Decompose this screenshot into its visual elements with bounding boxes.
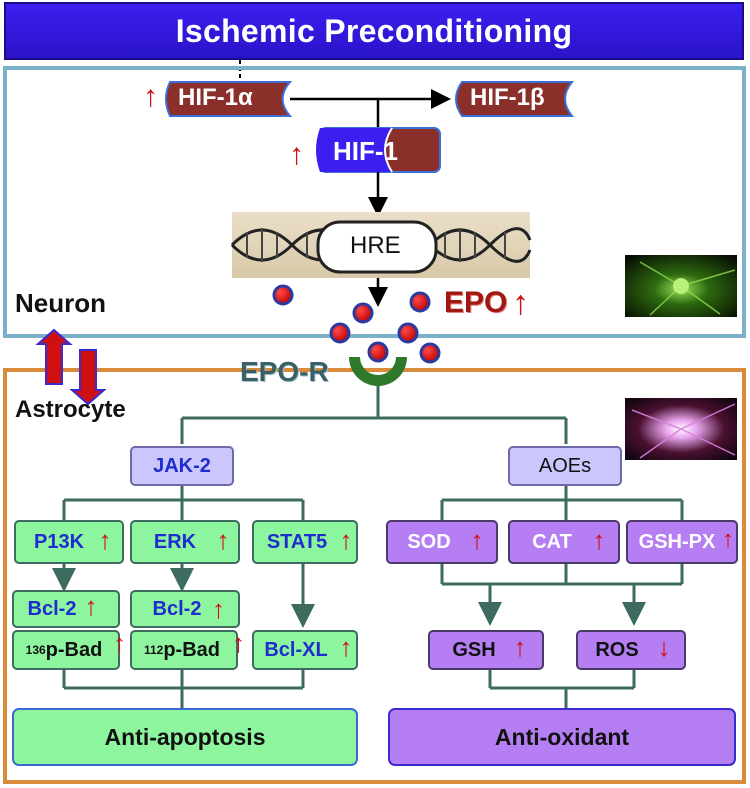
erk-box: ERK ↑ bbox=[130, 520, 240, 564]
hif1b-label: HIF-1β bbox=[470, 84, 545, 111]
down-arrow-icon: ↓ bbox=[657, 631, 671, 662]
exchange-arrows bbox=[35, 328, 107, 406]
hre-label: HRE bbox=[350, 232, 401, 259]
neuron-photo bbox=[625, 255, 737, 317]
neuron-label: Neuron bbox=[15, 288, 106, 318]
bcl2-label: Bcl-2 bbox=[27, 597, 77, 620]
erk-label: ERK bbox=[153, 530, 197, 553]
astrocyte-photo bbox=[625, 398, 737, 460]
stat5-box: STAT5 ↑ bbox=[252, 520, 358, 564]
up-arrow-icon: ↑ bbox=[513, 631, 527, 662]
epo-molecule-icon bbox=[272, 284, 441, 364]
p13k-label: P13K bbox=[33, 530, 85, 553]
astrocyte-label: Astrocyte bbox=[15, 396, 126, 423]
ros-box: ROS ↓ bbox=[576, 630, 686, 670]
up-arrow-icon: ↑ bbox=[470, 524, 484, 555]
hif1b-pill bbox=[455, 81, 575, 117]
astrocyte-panel bbox=[3, 368, 746, 784]
epo-r-label: EPO-R bbox=[240, 356, 329, 387]
up-arrow-icon: ↑ bbox=[216, 524, 230, 555]
up-arrow-icon: ↑ bbox=[98, 524, 112, 555]
stat5-label: STAT5 bbox=[266, 530, 328, 553]
bclxl-label: Bcl-XL bbox=[264, 638, 328, 661]
bcl2-box-1: Bcl-2 ↑ bbox=[12, 590, 120, 628]
up-arrow-icon: ↑ bbox=[592, 524, 606, 555]
up-arrow-icon: ↑ bbox=[339, 524, 353, 555]
neuron-panel bbox=[3, 66, 746, 338]
title-bar: Ischemic Preconditioning bbox=[4, 2, 744, 60]
hif1-complex bbox=[316, 127, 441, 173]
sod-label: SOD bbox=[407, 530, 451, 553]
gsh-box: GSH ↑ bbox=[428, 630, 544, 670]
anti-apoptosis-box: Anti-apoptosis bbox=[12, 708, 358, 766]
hif1a-pill bbox=[165, 81, 293, 117]
up-arrow-icon: ↑ bbox=[339, 631, 353, 662]
diagram-title: Ischemic Preconditioning bbox=[175, 12, 573, 49]
up-arrow-icon: ↑ bbox=[113, 628, 126, 658]
cat-box: CAT ↑ bbox=[508, 520, 620, 564]
epo-label: EPO bbox=[444, 286, 508, 319]
up-arrow-icon: ↑ bbox=[84, 590, 98, 621]
hif1a-label: HIF-1α bbox=[178, 84, 253, 111]
bcl2-label: Bcl-2 bbox=[152, 597, 202, 620]
jak2-box: JAK-2 bbox=[130, 446, 234, 486]
gshpx-box: GSH-PX ↑ bbox=[626, 520, 738, 564]
aoes-box: AOEs bbox=[508, 446, 622, 486]
cat-label: CAT bbox=[532, 530, 572, 553]
sod-box: SOD ↑ bbox=[386, 520, 498, 564]
up-arrow-icon: ↑ bbox=[289, 138, 304, 171]
anti-oxidant-box: Anti-oxidant bbox=[388, 708, 736, 766]
up-arrow-icon: ↑ bbox=[512, 284, 529, 322]
bcl2-box-2: Bcl-2 bbox=[130, 590, 240, 628]
p13k-box: P13K ↑ bbox=[14, 520, 124, 564]
up-arrow-icon: ↑ bbox=[232, 628, 245, 658]
ros-label: ROS bbox=[595, 638, 639, 661]
up-arrow-icon: ↑ bbox=[212, 594, 225, 624]
dna-helix-icon bbox=[230, 212, 532, 278]
gshpx-label: GSH-PX bbox=[638, 530, 716, 553]
up-arrow-icon: ↑ bbox=[143, 80, 158, 113]
hif1-label: HIF-1 bbox=[333, 136, 398, 166]
up-arrow-icon: ↑ bbox=[722, 526, 734, 553]
epo-receptor-icon bbox=[349, 357, 407, 386]
gsh-label: GSH bbox=[452, 638, 496, 661]
bclxl-box: Bcl-XL ↑ bbox=[252, 630, 358, 670]
